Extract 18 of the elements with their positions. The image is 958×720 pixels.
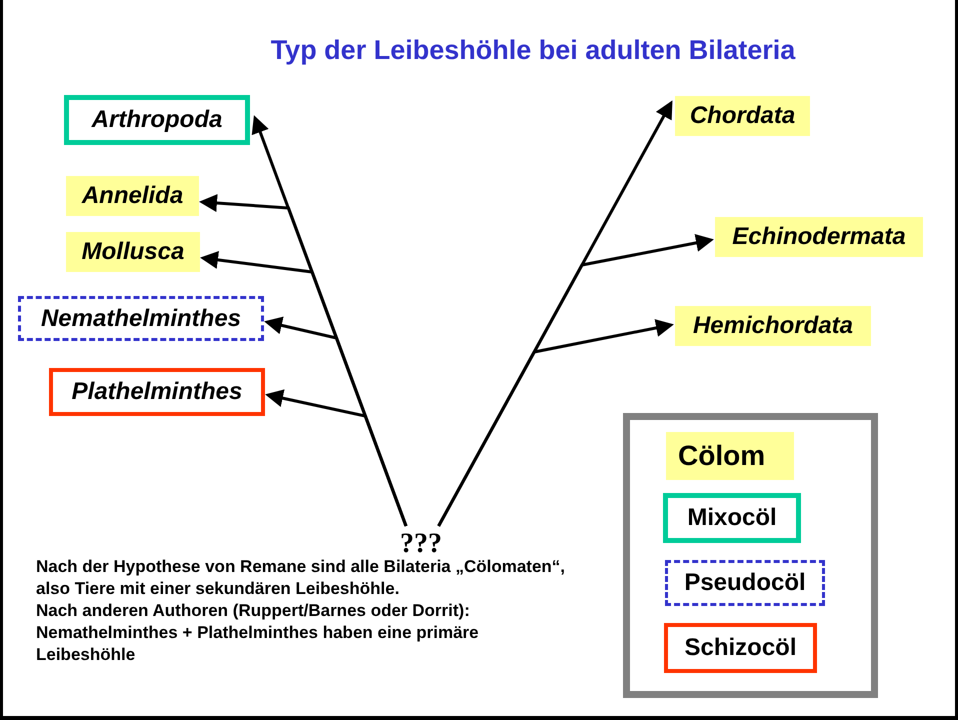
note-text: Nach anderen Authoren (Ruppert/Barnes oder Dorrit): Nemathelminthes + Plathelminthes haben eine primäre Leibeshöhle — [36, 600, 480, 666]
taxon-box: Plathelminthes — [49, 368, 265, 416]
taxon-box: Echinodermata — [715, 217, 923, 257]
taxon-box: Hemichordata — [675, 306, 871, 346]
taxon-box: Chordata — [675, 96, 810, 136]
legend-panel — [623, 413, 878, 698]
title: Typ der Leibeshöhle bei adulten Bilateria — [270, 34, 796, 67]
arrow — [437, 319, 674, 527]
arrow — [265, 389, 408, 527]
legend-box: Cölom — [666, 432, 794, 480]
taxon-box: Annelida — [66, 176, 199, 216]
legend-box: Mixocöl — [663, 493, 801, 543]
legend-box: Schizocöl — [664, 623, 817, 673]
note-text: Nach der Hypothese von Remane sind alle Bilateria „Cölomaten“, also Tiere mit einer sekundären Leibeshöhle. — [36, 556, 566, 600]
taxon-box: Nemathelminthes — [18, 296, 264, 341]
legend-box: Pseudocöl — [665, 560, 825, 606]
taxon-box: Mollusca — [66, 232, 200, 272]
taxon-box: Arthropoda — [64, 95, 250, 145]
